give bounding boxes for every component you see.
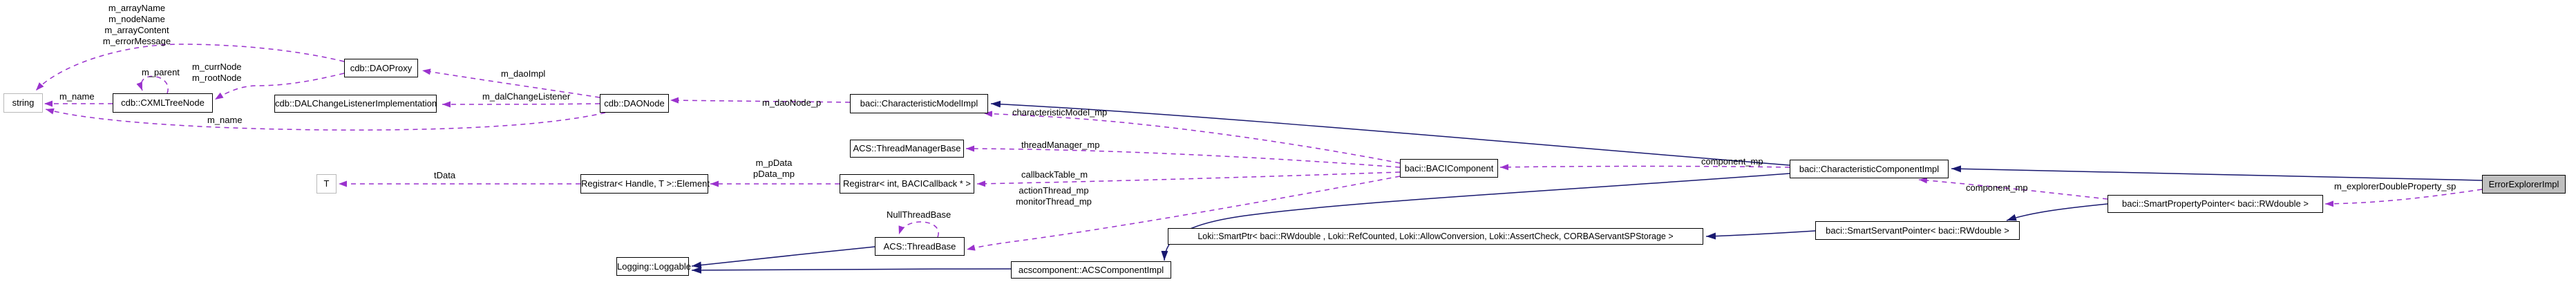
edge-label-nullthreadbase: NullThreadBase <box>887 209 951 220</box>
node-cxml-tree-node[interactable]: cdb::CXMLTreeNode <box>113 93 213 113</box>
node-smart-property-pointer[interactable]: baci::SmartPropertyPointer< baci::RWdoub… <box>2108 195 2323 213</box>
node-baci-component[interactable]: baci::BACIComponent <box>1400 159 1498 178</box>
node-registrar-handle-t-element[interactable]: Registrar< Handle, T >::Element <box>580 174 710 194</box>
edge-label-callbacktable-m: callbackTable_m <box>1021 169 1088 180</box>
node-loki-smart-ptr: Loki::SmartPtr< baci::RWdouble , Loki::R… <box>1168 228 1703 245</box>
node-thread-manager-base[interactable]: ACS::ThreadManagerBase <box>850 140 964 158</box>
edge-label-characteristicmodel-mp: characteristicModel_mp <box>1012 107 1108 118</box>
inheritance-edge-characteristiccomponentimpl-to-characteristicmodelimpl <box>990 100 1790 166</box>
node-error-explorer-impl: ErrorExplorerImpl <box>2482 175 2566 194</box>
edge-label-m-currnode-rootnode: m_currNode m_rootNode <box>192 62 242 83</box>
node-characteristic-model-impl[interactable]: baci::CharacteristicModelImpl <box>850 94 988 113</box>
node-dao-proxy[interactable]: cdb::DAOProxy <box>344 59 418 77</box>
edge-label-threadmanager-mp: threadManager_mp <box>1021 140 1100 150</box>
usage-edge-characteristicmodelimpl-to-daonode-m-daonode-p <box>670 97 851 104</box>
edge-label-m-explorerdoubleproperty-sp: m_explorerDoubleProperty_sp <box>2334 181 2456 191</box>
edge-label-m-pdata-pdata-mp: m_pData pData_mp <box>753 158 795 179</box>
inheritance-edge-characteristiccomponentimpl-to-acscomponentimpl <box>1161 173 1790 261</box>
node-acs-component-impl[interactable]: acscomponent::ACSComponentImpl <box>1011 261 1171 279</box>
edge-label-tdata: tData <box>434 170 456 180</box>
edge-label-m-parent: m_parent <box>142 67 180 77</box>
usage-edge-bacicomponent-to-characteristicmodelimpl <box>983 111 1401 164</box>
edge-label-action-monitor-thread-mp: actionThread_mp monitorThread_mp <box>1016 185 1092 207</box>
usage-edge-smartpropertypointer-to-characteristiccomponentimpl-component-mp <box>1918 177 2108 200</box>
edge-label-m-name-cxml: m_name <box>59 91 95 102</box>
inheritance-edge-smartpropertypointer-to-smartservantpointer <box>2006 203 2108 221</box>
edge-label-daoproxy-string-members: m_arrayName m_nodeName m_arrayContent m_… <box>102 3 171 46</box>
node-t: T <box>316 174 337 194</box>
usage-edge-daoproxy-to-string-members <box>35 44 345 91</box>
edge-label-component-mp-right: component_mp <box>1966 182 2028 193</box>
inheritance-edge-smartservantpointer-to-lokismartptr <box>1705 230 1816 240</box>
node-acs-thread-base[interactable]: ACS::ThreadBase <box>875 237 965 256</box>
node-registrar-int-bacicallback[interactable]: Registrar< int, BACICallback * > <box>840 174 974 194</box>
node-string: string <box>3 93 43 113</box>
usage-edge-daonode-to-daoproxy-m-daoimpl <box>422 68 600 98</box>
usage-edge-daonode-to-string-m-name <box>45 108 606 131</box>
usage-edge-threadbase-self-nullthreadbase <box>898 221 939 238</box>
node-logging-loggable[interactable]: Logging::Loggable <box>616 257 691 276</box>
usage-edge-daoproxy-to-cxmltreenode-currnode-rootnode <box>214 73 345 100</box>
usage-edge-characteristiccomponentimpl-to-bacicomponent-component-mp <box>1499 164 1790 171</box>
node-dal-change-listener-implementation[interactable]: cdb::DALChangeListenerImplementation <box>274 95 437 113</box>
usage-edge-bacicomponent-to-registrar-callbacktable <box>976 171 1401 187</box>
inheritance-edge-errorexplorerimpl-to-characteristiccomponentimpl <box>1951 165 2483 181</box>
edge-label-component-mp-left: component_mp <box>1701 156 1763 167</box>
node-smart-servant-pointer[interactable]: baci::SmartServantPointer< baci::RWdoubl… <box>1815 221 2020 240</box>
edge-label-m-daonode-p: m_daoNode_p <box>762 97 822 108</box>
inheritance-edge-acscomponentimpl-to-loggable <box>691 266 1012 274</box>
edge-label-m-name-daonode: m_name <box>207 115 243 125</box>
node-dao-node[interactable]: cdb::DAONode <box>600 94 669 113</box>
usage-edge-cxmltreenode-self-m-parent <box>136 75 169 94</box>
node-characteristic-component-impl[interactable]: baci::CharacteristicComponentImpl <box>1790 160 1949 178</box>
edge-label-m-daoimpl: m_daoImpl <box>501 68 546 79</box>
usage-edge-bacicomponent-to-threadbase-threads <box>966 176 1401 251</box>
inheritance-edge-threadbase-to-loggable <box>691 246 875 269</box>
usage-edge-bacicomponent-to-threadmanagerbase <box>965 145 1401 168</box>
edge-label-m-dalchangelistener: m_dalChangeListener <box>482 91 571 102</box>
